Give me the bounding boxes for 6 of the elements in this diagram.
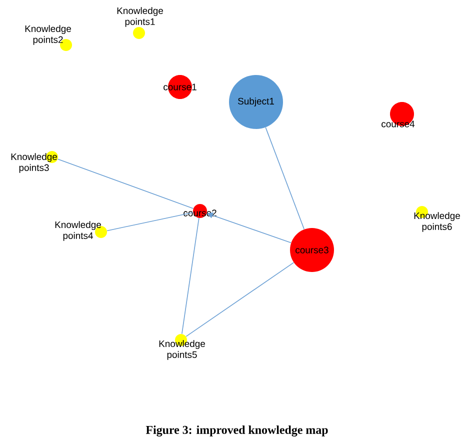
node-label: Knowledge points1 (117, 7, 163, 27)
caption: Figure 3: improved knowledge map (146, 426, 328, 436)
node-label: Knowledge points6 (414, 212, 460, 232)
node-label: Knowledge points5 (159, 340, 205, 360)
node-label: points3 (19, 164, 49, 173)
node-label: Knowledge points2 (25, 25, 71, 45)
